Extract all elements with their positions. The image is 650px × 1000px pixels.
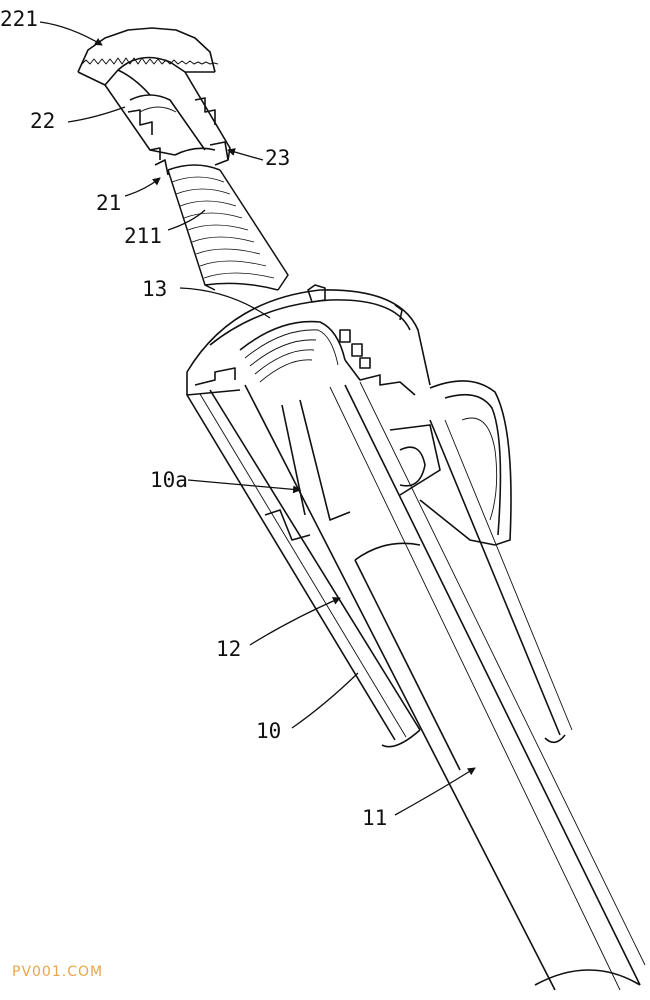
leader-lines	[39, 21, 476, 816]
label-211: 211	[124, 224, 162, 248]
label-11: 11	[362, 806, 387, 830]
flange-collar	[186, 284, 431, 396]
side-clip	[389, 380, 512, 546]
label-10a: 10a	[150, 468, 188, 492]
tube-body	[186, 381, 646, 991]
label-12: 12	[216, 637, 241, 661]
spring-211	[167, 164, 289, 291]
sleeve-22	[104, 71, 231, 176]
knob-221	[77, 27, 219, 96]
label-23: 23	[265, 146, 290, 170]
label-221: 221	[0, 7, 38, 31]
label-22: 22	[30, 109, 55, 133]
label-21: 21	[96, 191, 121, 215]
label-10: 10	[256, 719, 281, 743]
label-13: 13	[142, 277, 167, 301]
watermark: PV001.COM	[12, 964, 104, 980]
